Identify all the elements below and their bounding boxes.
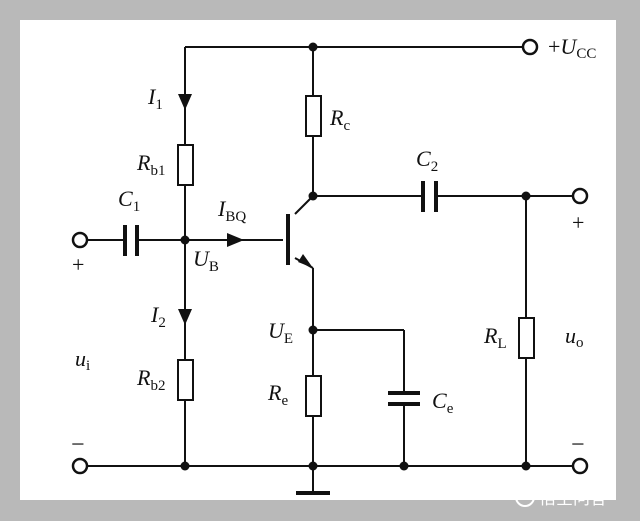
- capacitor-c2: [421, 181, 438, 212]
- watermark-text: 悟空问答: [539, 489, 607, 509]
- i1-arrow-icon: [178, 94, 192, 110]
- terminals: [71, 38, 589, 475]
- rb1-label: Rb1: [136, 150, 165, 179]
- input-terminal: [71, 231, 89, 249]
- ui-label: ui: [75, 346, 90, 374]
- rl-label: RL: [483, 323, 507, 352]
- resistor-re: [305, 375, 322, 417]
- rb2-label: Rb2: [136, 365, 165, 394]
- output-terminal: [571, 187, 589, 205]
- i2-arrow-icon: [178, 309, 192, 325]
- ucc-terminal: [521, 38, 539, 56]
- watermark-logo-icon: [515, 487, 535, 507]
- resistor-rb2: [177, 359, 194, 401]
- capacitor-c1: [123, 225, 139, 256]
- resistor-rb1: [177, 144, 194, 186]
- input-ground-terminal: [71, 457, 89, 475]
- input-plus-sign: +: [72, 252, 84, 277]
- capacitor-ce: [388, 391, 420, 406]
- ucc-label: +UCC: [548, 34, 596, 62]
- resistor-rl: [518, 317, 535, 359]
- ibq-arrow-icon: [227, 233, 244, 247]
- output-ground-terminal: [571, 457, 589, 475]
- emitter-arrow-icon: [298, 254, 313, 268]
- input-minus-sign: −: [71, 432, 85, 458]
- c1-label: C1: [118, 186, 140, 215]
- uo-label: uo: [565, 323, 584, 351]
- rc-label: Rc: [329, 105, 350, 134]
- ibq-label: IBQ: [217, 196, 246, 225]
- output-plus-sign: +: [572, 210, 584, 235]
- i2-label: I2: [150, 302, 166, 331]
- resistor-rc: [305, 95, 322, 137]
- watermark: 悟空问答: [515, 487, 607, 509]
- junction-dots: [180, 42, 531, 471]
- re-label: Re: [267, 380, 288, 409]
- c2-label: C2: [416, 146, 438, 175]
- i1-label: I1: [147, 84, 163, 113]
- output-minus-sign: −: [571, 432, 585, 458]
- ce-label: Ce: [432, 388, 454, 417]
- ub-label: UB: [193, 246, 219, 275]
- ue-label: UE: [268, 318, 293, 347]
